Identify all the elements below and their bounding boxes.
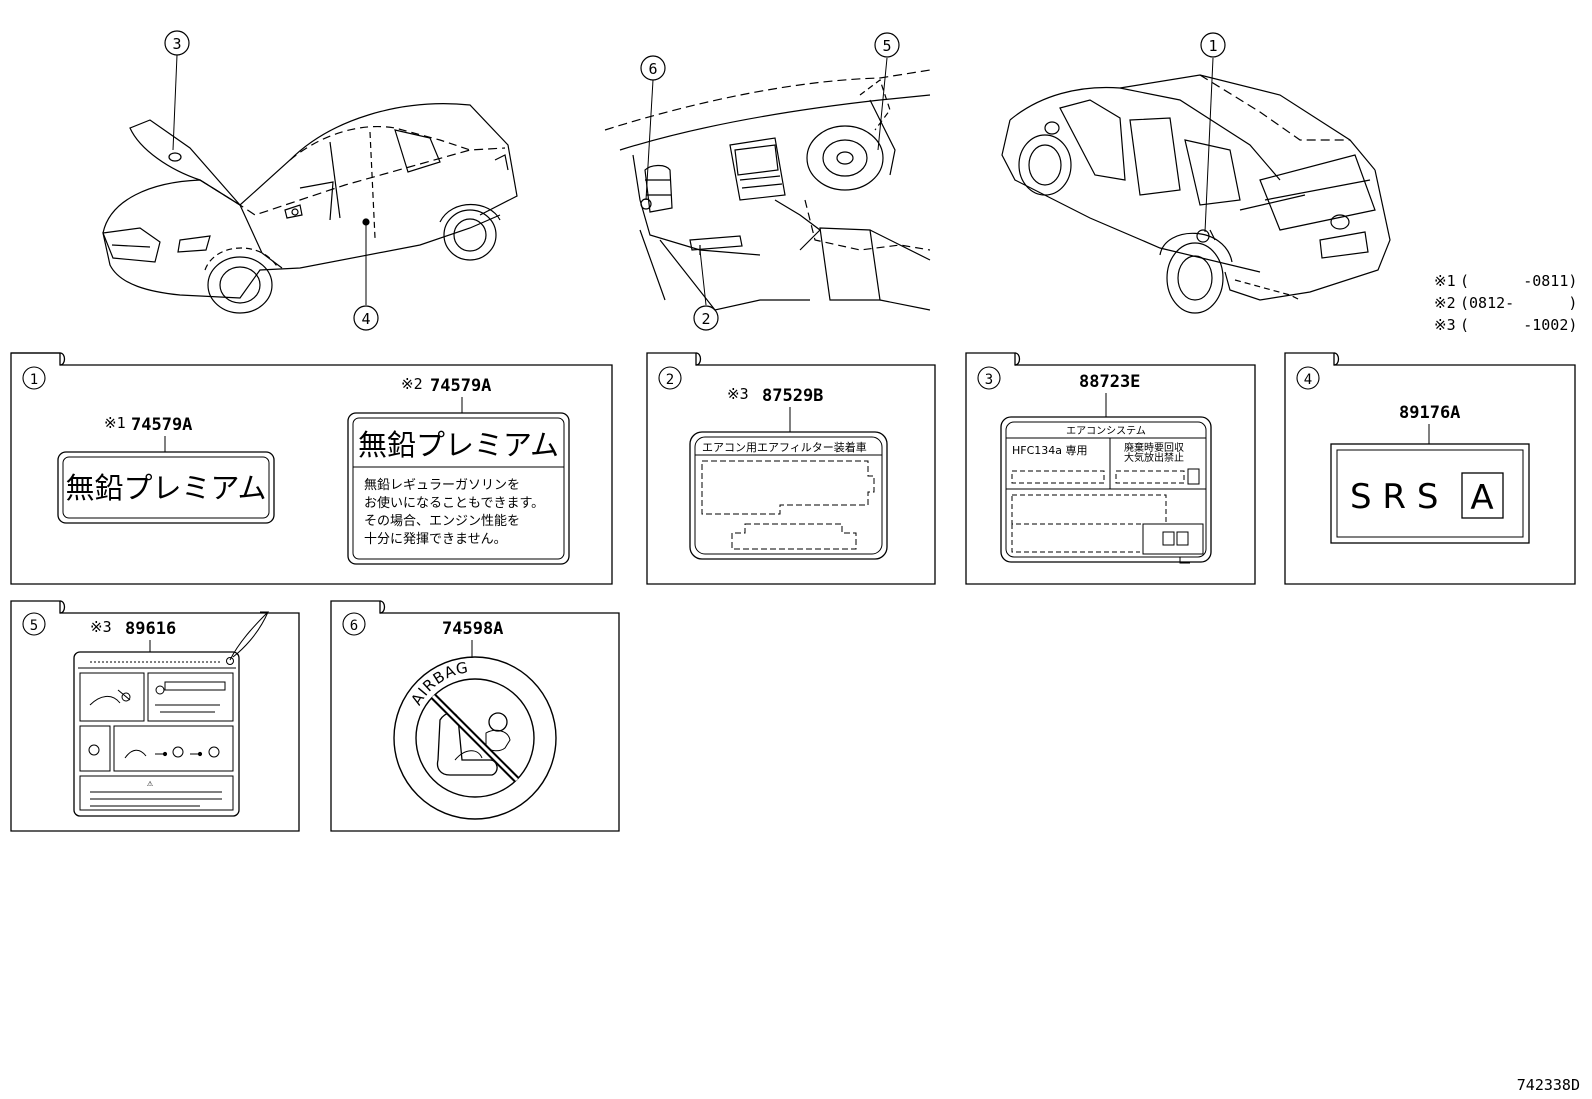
panel-2-part-number: 87529B [762,386,823,406]
panel-1-right-body-line-2: お使いになることもできます。 [364,495,544,511]
panel-1-right-part-number: 74579A [430,376,491,396]
production-date-legend: ※1 ( -0811) ※2 (0812- ) ※3 ( -1002) [1434,272,1577,334]
panel-3-part-number: 88723E [1079,372,1140,392]
panel-6-airbag-label: 6 74598A AIRBAG [330,600,620,832]
top-callout-group: 3 4 6 5 2 1 [164,30,1226,331]
legend-mark-1: ※1 [1434,272,1456,290]
panel-1-left-part-number: 74579A [131,415,192,435]
callout-6-top: 6 [640,55,666,81]
panel-1-right-mark: ※2 [401,375,423,393]
legend-range-2: (0812- ) [1460,294,1577,312]
panel-2-number: 2 [666,372,674,388]
panel-1-number: 1 [30,372,38,388]
panel-1-left-label-text: 無鉛プレミアム [66,471,267,505]
panel-5-engine-start-label: 5 ※3 89616 ⚠ [10,600,300,832]
callout-2-top: 2 [693,305,719,331]
dashboard-interior-illustration [604,69,931,311]
svg-text:5: 5 [882,37,891,55]
panel-6-number: 6 [350,618,358,634]
svg-text:2: 2 [701,310,710,328]
panel-5-mark: ※3 [90,618,112,636]
callout-4-top: 4 [353,305,379,331]
panel-4-srs-text: S R S [1350,477,1438,517]
panel-3-ac-system-label: 3 88723E エアコンシステム HFC134a 専用 廃棄時要回収 大気放出… [965,352,1256,585]
panel-3-right-text-1: 廃棄時要回収 [1124,441,1184,454]
svg-text:3: 3 [172,35,181,53]
panel-1-left-mark: ※1 [104,414,126,432]
car-front-view-illustration [102,103,518,314]
callout-5-top: 5 [874,32,900,58]
legend-mark-2: ※2 [1434,294,1456,312]
panel-4-srs-label: 4 89176A S R S A [1284,352,1576,585]
panel-5-part-number: 89616 [125,619,176,639]
panel-4-boxed-letter: A [1470,478,1493,518]
legend-mark-3: ※3 [1434,316,1456,334]
panel-5-number: 5 [30,618,38,634]
panel-1-right-label-title: 無鉛プレミアム [358,428,559,462]
callout-1-top: 1 [1200,32,1226,58]
panel-1-right-body-line-1: 無鉛レギュラーガソリンを [364,478,520,493]
panel-3-number: 3 [985,372,993,388]
svg-text:1: 1 [1208,37,1217,55]
panel-2-header-text: エアコン用エアフィルター装着車 [702,440,867,454]
panel-1-fuel-label: 1 ※1 74579A 無鉛プレミアム ※2 74579A 無鉛プレミアム 無鉛… [10,352,613,585]
panel-4-number: 4 [1304,372,1312,388]
panel-3-header-text: エアコンシステム [1066,425,1146,437]
panel-3-left-text: HFC134a 専用 [1012,444,1088,457]
panel-3-right-text-2: 大気放出禁止 [1124,451,1184,464]
legend-range-1: ( -0811) [1460,272,1577,290]
panel-2-mark: ※3 [727,385,749,403]
panel-1-right-body-line-3: その場合、エンジン性能を [364,514,520,529]
svg-text:6: 6 [648,60,657,78]
panel-6-part-number: 74598A [442,619,503,639]
legend-range-3: ( -1002) [1460,316,1577,334]
panel-2-air-filter-label: 2 ※3 87529B エアコン用エアフィルター装着車 [646,352,936,585]
callout-3-top: 3 [164,30,190,56]
svg-text:⚠: ⚠ [147,780,154,788]
panel-1-right-body-line-4: 十分に発揮できません。 [364,532,507,547]
diagram-reference-id: 742338D [1517,1076,1580,1094]
svg-text:4: 4 [361,310,370,328]
panel-4-part-number: 89176A [1399,403,1460,423]
car-rear-view-illustration [1001,74,1391,314]
